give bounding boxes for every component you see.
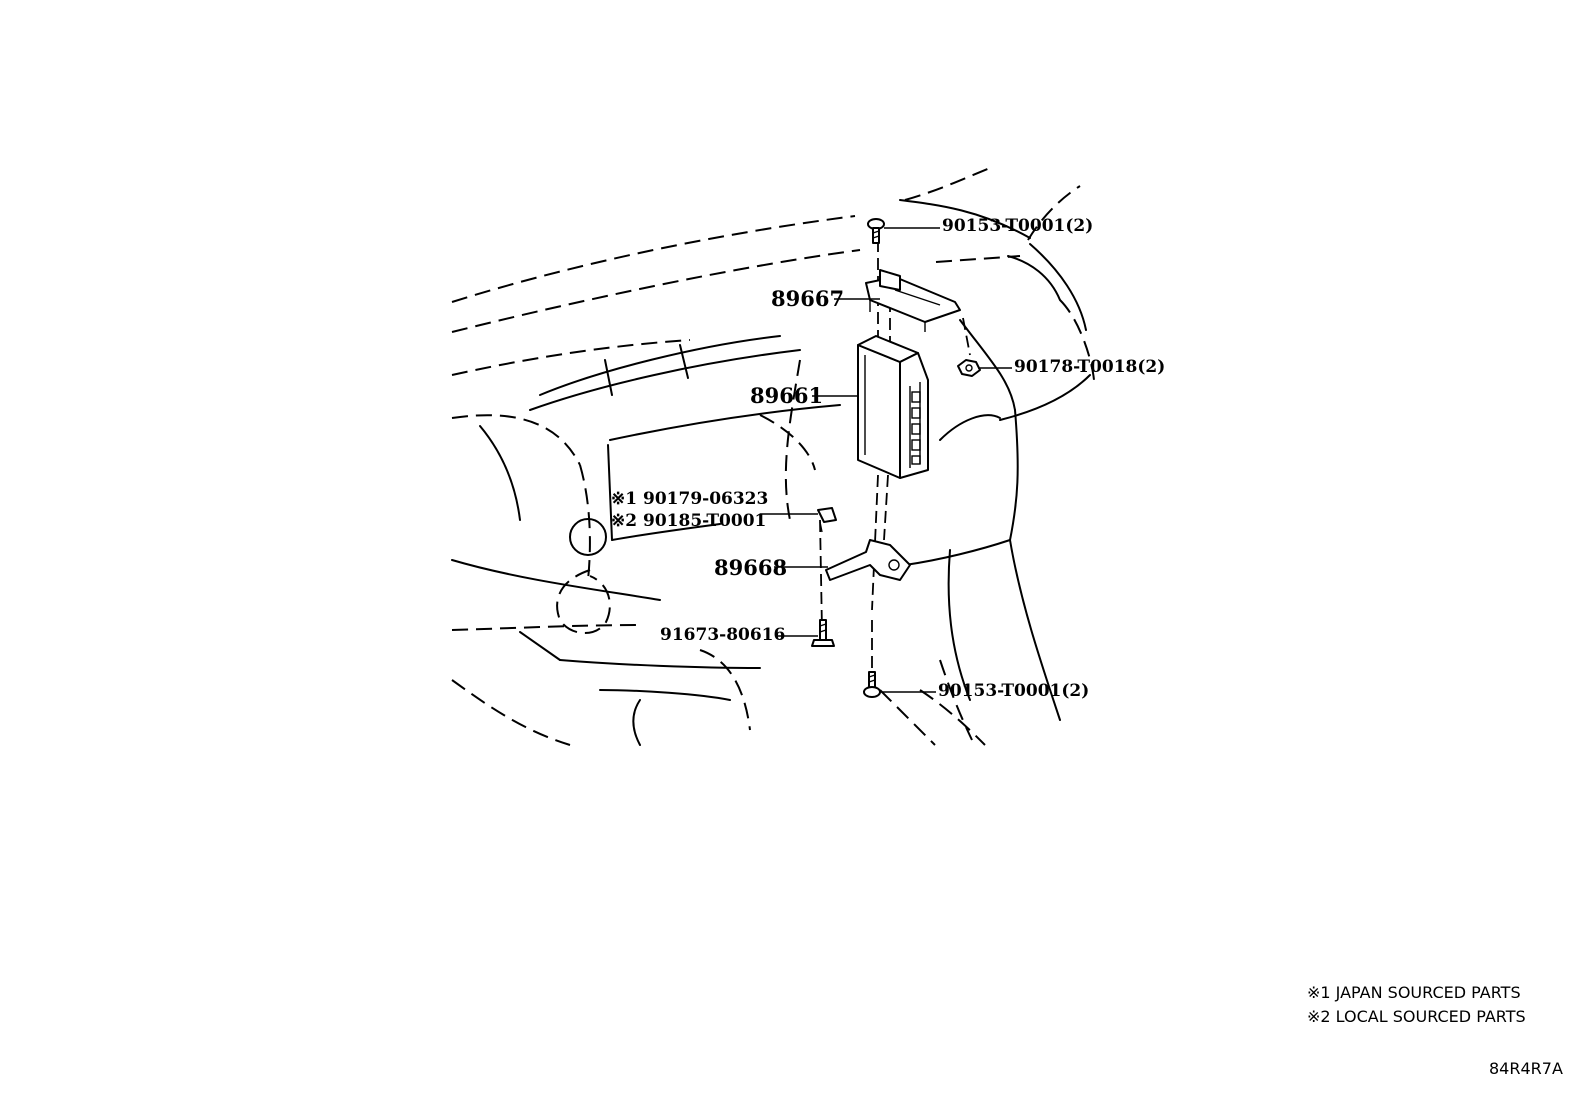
callout-clip-japan[interactable]: ※1 90179-06323 xyxy=(611,491,768,508)
leader-lines xyxy=(760,227,1012,693)
clip-local-part-number: 90185-T0001 xyxy=(643,511,767,531)
callout-bolt[interactable]: 91673-80616 xyxy=(660,625,786,645)
callout-upper-bracket[interactable]: 89667 xyxy=(771,286,845,311)
callout-screw-bottom[interactable]: 90153-T0001(2) xyxy=(938,681,1090,701)
upper-bracket-icon xyxy=(865,269,961,332)
callout-clip-local[interactable]: ※2 90185-T0001 xyxy=(611,513,766,530)
japan-sourced-mark: ※1 xyxy=(611,489,638,509)
bolt-icon xyxy=(811,619,835,647)
screw-bottom-icon xyxy=(863,671,881,698)
callout-lower-bracket[interactable]: 89668 xyxy=(714,555,788,580)
callout-computer[interactable]: 89661 xyxy=(750,383,824,408)
legend-note-japan: ※1 JAPAN SOURCED PARTS xyxy=(1307,983,1521,1002)
nut-icon xyxy=(957,359,981,377)
assembly-centerlines xyxy=(819,240,971,680)
callout-screw-top[interactable]: 90153-T0001(2) xyxy=(942,216,1094,236)
legend-note-local: ※2 LOCAL SOURCED PARTS xyxy=(1307,1007,1526,1026)
computer-module-icon xyxy=(857,335,929,479)
clip-icon xyxy=(817,507,837,533)
clip-japan-part-number: 90179-06323 xyxy=(643,489,769,509)
local-sourced-mark: ※2 xyxy=(611,511,638,531)
figure-code: 84R4R7A xyxy=(1489,1059,1563,1078)
screw-top-icon xyxy=(867,218,885,244)
dashboard-outline xyxy=(451,167,1095,746)
callout-nut[interactable]: 90178-T0018(2) xyxy=(1014,357,1166,377)
lower-bracket-icon xyxy=(825,539,911,581)
